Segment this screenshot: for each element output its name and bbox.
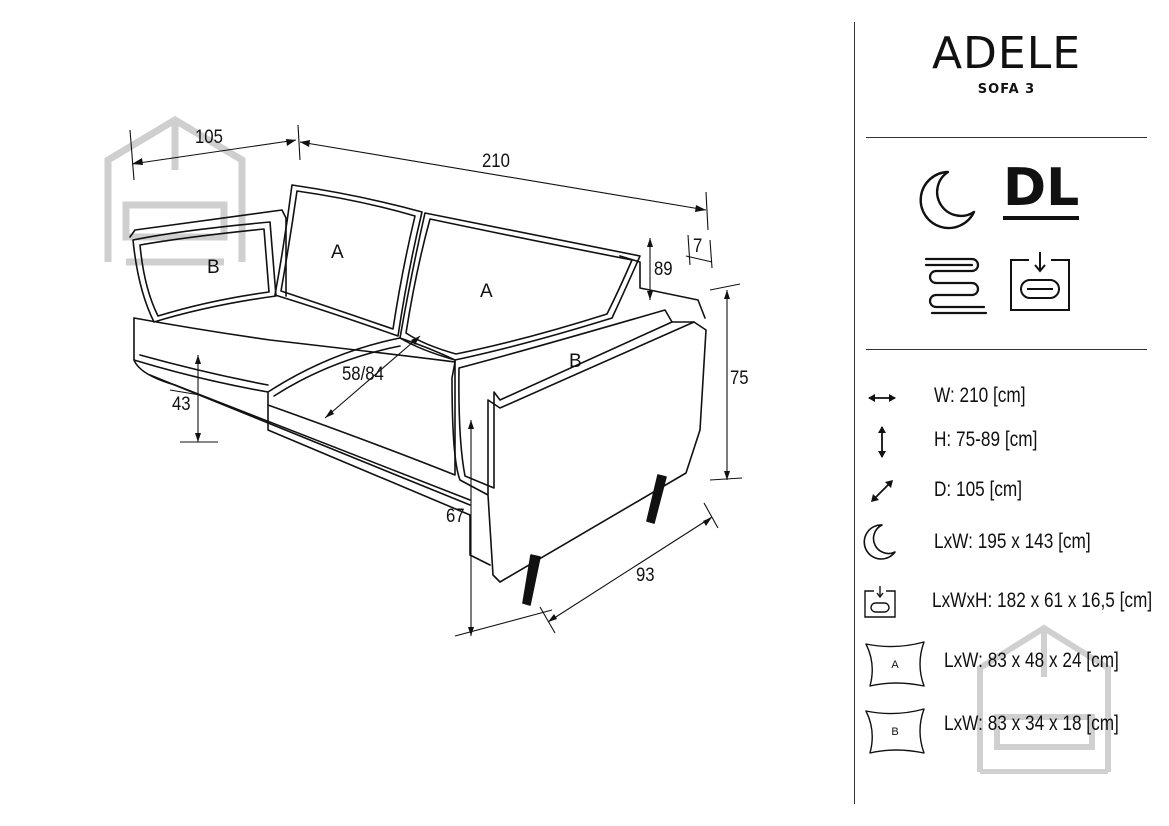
dim-seatdepth-line: [324, 335, 421, 419]
spec-storage: LxWxH: 182 x 61 x 16,5 [cm]: [932, 589, 1153, 612]
pillow-icon-label: A: [891, 659, 899, 671]
watermark-logo: [977, 624, 1111, 774]
cushion-a-right: [399, 212, 641, 361]
spec-depth: D: 105 [cm]: [934, 478, 1023, 501]
dim-height-label: 75: [730, 368, 749, 389]
dim-width-line: [299, 141, 707, 211]
seat-left: [133, 317, 456, 363]
dim-seat-width-label: 93: [636, 565, 655, 586]
watermark-logo: [104, 115, 246, 266]
cushion-a-right-label: A: [480, 281, 493, 302]
left-armrest: [129, 209, 287, 297]
crescent-moon-icon: [919, 170, 976, 230]
sofa-drawing: [104, 115, 743, 637]
seat-right: [267, 337, 456, 476]
cushion-b-right-label: B: [569, 351, 582, 372]
spec-height: H: 75-89 [cm]: [934, 428, 1038, 451]
spec-pillow-a: LxW: 83 x 48 x 24 [cm]: [944, 649, 1119, 672]
vertical-arrow-icon: [878, 426, 886, 458]
product-name: ADELE: [931, 28, 1082, 79]
spec-width: W: 210 [cm]: [934, 384, 1026, 407]
spec-sleeping-area: LxW: 195 x 143 [cm]: [934, 530, 1091, 553]
dim-seat-depth-label: 58/84: [342, 364, 384, 385]
dim-armrest-height-label: 67: [446, 506, 465, 527]
spring-icon: [924, 257, 988, 315]
horizontal-arrow-icon: [868, 394, 896, 402]
dim-thickness-label: 7: [693, 236, 703, 257]
panel-divider: [854, 22, 855, 804]
pillow-icon: B: [865, 708, 925, 754]
dim-seat-height-label: 43: [172, 394, 191, 415]
storage-box-icon: [1010, 252, 1070, 311]
cushion-a-left-label: A: [331, 242, 344, 263]
dim-width-label: 210: [482, 151, 510, 172]
storage-box-icon: [864, 586, 896, 618]
spec-pillow-b: LxW: 83 x 34 x 18 [cm]: [944, 712, 1119, 735]
brand-mark: DL: [1003, 158, 1080, 218]
pillow-icon-label: B: [891, 726, 898, 738]
section-divider: [866, 137, 1147, 138]
right-armrest: [451, 321, 707, 583]
section-divider: [866, 349, 1147, 350]
leg-front: [522, 554, 541, 606]
pillow-icon: A: [865, 641, 925, 687]
cushion-a-left: [274, 184, 423, 337]
crescent-moon-icon: [863, 524, 896, 560]
brand-mark-underline: [1003, 216, 1079, 220]
cushion-b-left: [132, 221, 277, 323]
dim-thickness-line: [685, 255, 713, 263]
dim-depth-label: 105: [195, 127, 223, 148]
leg-back: [646, 474, 667, 524]
diagonal-arrow-icon: [871, 480, 893, 502]
product-model: SOFA 3: [977, 82, 1036, 97]
base-plinth: [133, 359, 471, 501]
dim-depth-line: [131, 139, 297, 165]
dim-93-line: [547, 516, 713, 623]
cushion-b-left-label: B: [207, 257, 220, 278]
dim-height-cushion-label: 89: [654, 259, 673, 280]
